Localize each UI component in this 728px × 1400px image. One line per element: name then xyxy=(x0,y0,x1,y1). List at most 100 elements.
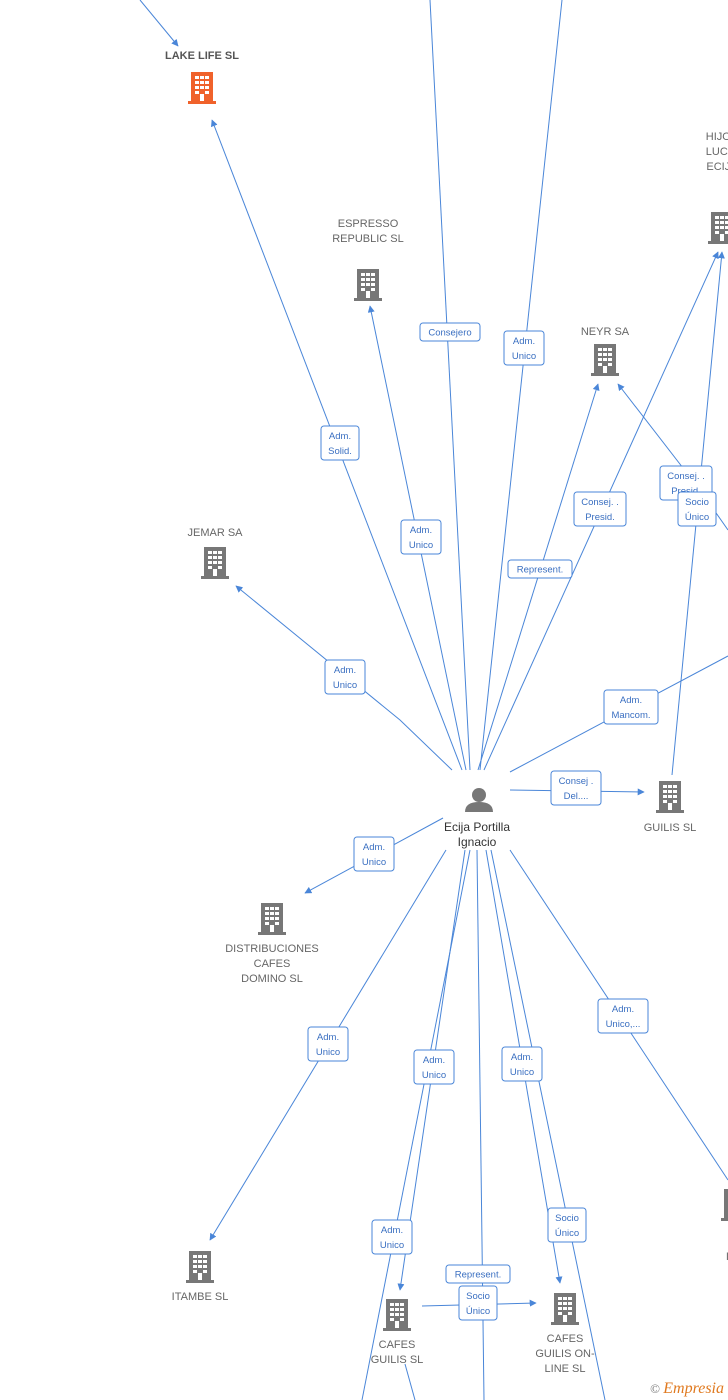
tag-box xyxy=(413,1049,455,1085)
company-label-line: REPUBLIC SL xyxy=(332,233,404,245)
relation-tag[interactable]: Adm. Unico xyxy=(371,1219,413,1255)
building-icon xyxy=(258,903,286,935)
building-icon xyxy=(656,781,684,813)
tag-text: Adm. xyxy=(329,431,351,442)
tag-box xyxy=(603,689,659,725)
relation-tag[interactable]: Adm. Unico,... xyxy=(597,998,649,1034)
company-node-inv[interactable]: NINV xyxy=(721,1189,728,1263)
tag-text: Socio xyxy=(685,497,709,508)
company-label-line: NEYR SA xyxy=(581,326,630,338)
tag-text: Unico,... xyxy=(606,1019,641,1030)
watermark: © Empresia xyxy=(650,1380,724,1398)
building-icon xyxy=(591,344,619,376)
building-icon xyxy=(188,72,216,104)
company-node-itambe[interactable]: ITAMBE SL xyxy=(172,1251,229,1303)
company-label-line: LUCIA xyxy=(706,146,728,158)
tag-box xyxy=(550,770,602,806)
tag-text: Represent. xyxy=(517,565,563,576)
company-label-line: GUILIS SL xyxy=(371,1354,424,1366)
tag-box xyxy=(353,836,395,872)
tag-box xyxy=(324,659,366,695)
tag-text: Consej. . xyxy=(581,497,619,508)
relation-tag[interactable]: Consejero xyxy=(419,322,481,342)
building-icon xyxy=(354,269,382,301)
company-node-cafesguilis[interactable]: CAFES GUILIS SL xyxy=(371,1299,424,1366)
tag-text: Adm. xyxy=(317,1032,339,1043)
company-label-line: DISTRIBUCIONES xyxy=(225,943,319,955)
relation-tag[interactable]: Adm.Unico xyxy=(307,1026,349,1062)
tag-text: Unico xyxy=(362,857,386,868)
company-node-neyr[interactable]: NEYR SA xyxy=(581,326,630,376)
company-label-line: CAFES xyxy=(379,1339,416,1351)
tag-text: Adm. xyxy=(513,336,535,347)
tag-text: Adm. xyxy=(334,665,356,676)
company-node-jemar[interactable]: JEMAR SA xyxy=(187,527,243,579)
tag-text: Adm. xyxy=(511,1052,533,1063)
relation-tag[interactable]: Represent. xyxy=(507,559,573,579)
building-icon xyxy=(708,212,728,244)
tag-text: Único xyxy=(466,1306,490,1317)
tag-text: Unico xyxy=(409,540,433,551)
relation-tag[interactable]: Adm. Unico xyxy=(324,659,366,695)
company-label-line: HIJOS xyxy=(706,131,728,143)
company-label-line: GUILIS SL xyxy=(644,822,697,834)
tag-text: Socio xyxy=(466,1291,490,1302)
relation-tag[interactable]: Adm.Unico xyxy=(400,519,442,555)
brand-logo: Empresia xyxy=(663,1380,724,1397)
relation-tag[interactable]: Consej. . Presid. xyxy=(573,491,627,527)
company-label-line: JEMAR SA xyxy=(187,527,243,539)
building-icon xyxy=(201,547,229,579)
tag-text: Consej . xyxy=(559,776,594,787)
edge-line xyxy=(361,849,471,1400)
relation-tag[interactable]: Adm.Mancom. xyxy=(603,689,659,725)
building-icon xyxy=(551,1293,579,1325)
tag-box xyxy=(400,519,442,555)
company-label-line: DOMINO SL xyxy=(241,973,303,985)
tag-text: Unico xyxy=(510,1067,534,1078)
tag-text: Adm. xyxy=(381,1225,403,1236)
tag-text: Adm. xyxy=(363,842,385,853)
tag-box xyxy=(320,425,360,461)
tag-text: Unico xyxy=(380,1240,404,1251)
tag-text: Socio xyxy=(555,1213,579,1224)
tag-box xyxy=(677,491,717,527)
tag-text: Del.... xyxy=(564,791,589,802)
tag-text: Represent. xyxy=(455,1270,501,1281)
relation-tag[interactable]: Adm. Unico xyxy=(501,1046,543,1082)
tag-text: Adm. xyxy=(423,1055,445,1066)
relation-tag[interactable]: Consej . Del.... xyxy=(550,770,602,806)
relation-tag[interactable]: Adm.Solid. xyxy=(320,425,360,461)
company-label-line: LINE SL xyxy=(545,1363,586,1375)
company-node-hijos[interactable]: HIJOSLUCIAECIJA xyxy=(706,131,728,244)
tag-box xyxy=(547,1207,587,1243)
tag-text: Unico xyxy=(333,680,357,691)
tag-box xyxy=(507,559,573,579)
tag-box xyxy=(445,1264,511,1284)
tag-box xyxy=(307,1026,349,1062)
person-name-line: Ecija Portilla xyxy=(444,820,510,834)
edge-line xyxy=(404,1363,416,1400)
building-icon xyxy=(383,1299,411,1331)
relation-tag[interactable]: Represent. xyxy=(445,1264,511,1284)
edge-line xyxy=(139,0,179,47)
tag-text: Adm. xyxy=(612,1004,634,1015)
company-node-guilis[interactable]: GUILIS SL xyxy=(644,781,697,834)
relation-tag[interactable]: Adm.Unico xyxy=(413,1049,455,1085)
relation-tag[interactable]: Adm. Unico xyxy=(353,836,395,872)
company-node-lake[interactable]: LAKE LIFE SL xyxy=(165,50,239,104)
edge-line xyxy=(490,849,606,1400)
tag-text: Presid. xyxy=(585,512,615,523)
edge-line xyxy=(479,0,563,771)
tag-text: Unico xyxy=(512,351,536,362)
relation-tag[interactable]: Adm. Unico xyxy=(503,330,545,366)
edge-line xyxy=(429,0,471,771)
tag-text: Consej. . xyxy=(667,471,705,482)
edge-line xyxy=(235,585,453,771)
